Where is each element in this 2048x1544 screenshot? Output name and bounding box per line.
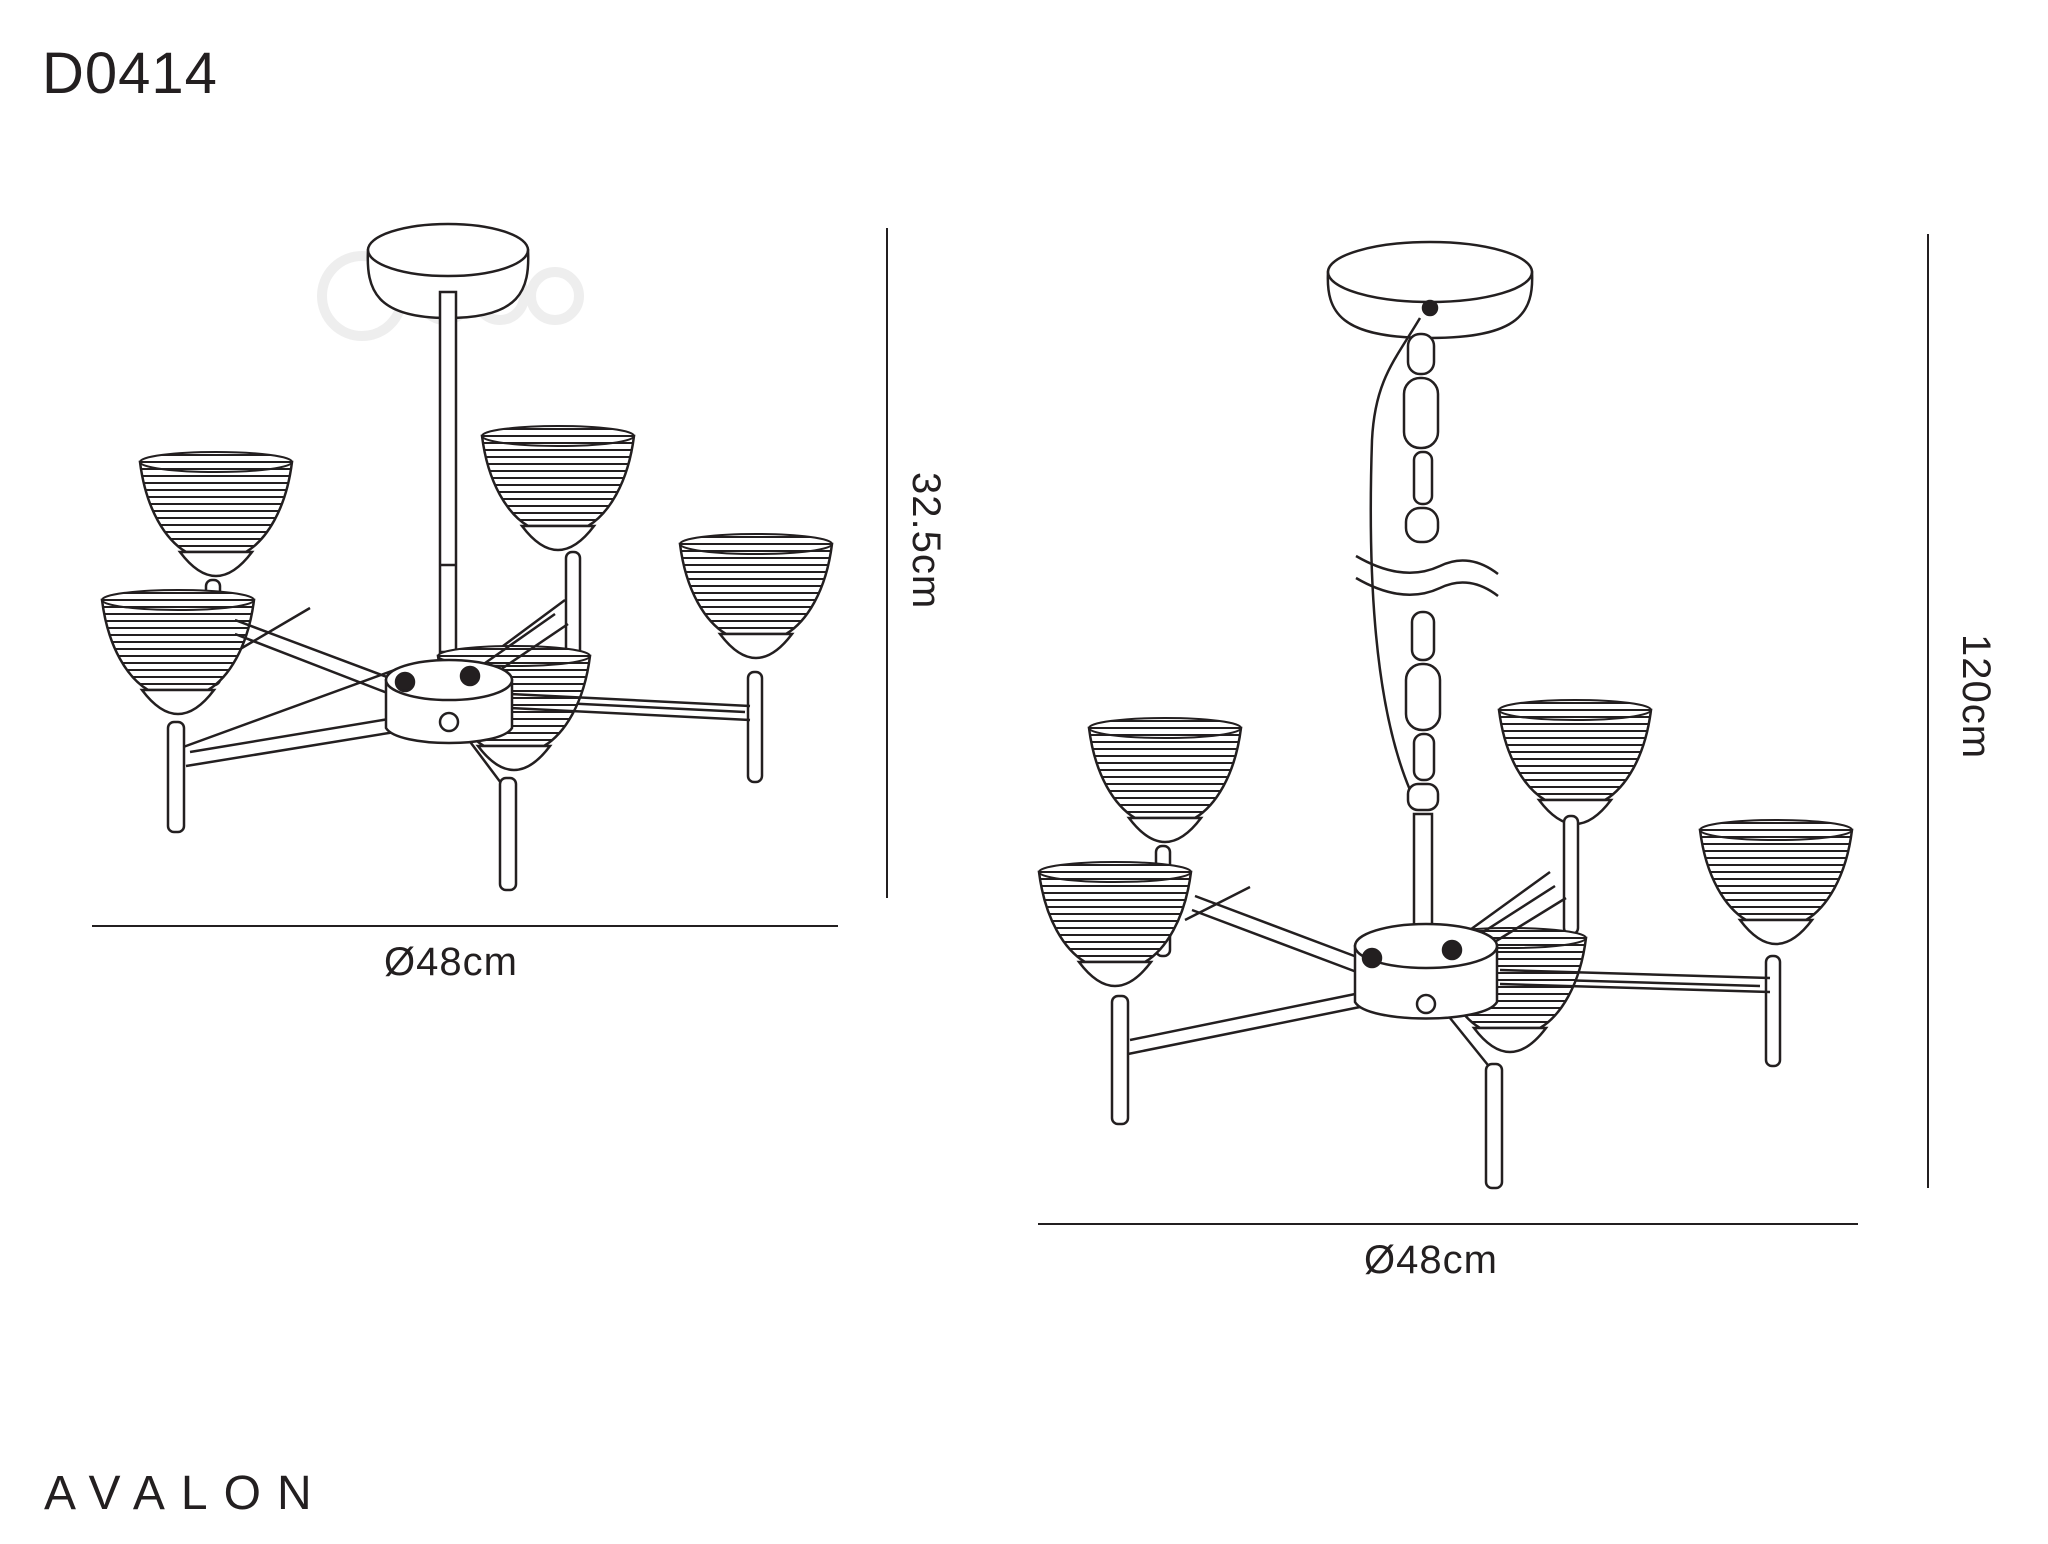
product-code: D0414 — [42, 41, 218, 106]
shade-icon — [100, 588, 256, 716]
left-width-label: Ø48cm — [384, 940, 518, 984]
shade-icon — [1497, 698, 1653, 826]
shade-icon — [1698, 818, 1854, 946]
right-width-label: Ø48cm — [1364, 1238, 1498, 1282]
right-dimension-lines — [1038, 234, 1929, 1225]
shade-icon — [678, 532, 834, 660]
shade-icon — [1087, 716, 1243, 844]
shade-icon — [138, 450, 294, 578]
brand-name: AVALON — [44, 1467, 328, 1520]
left-dimension-lines — [92, 228, 888, 927]
shade-icon — [480, 424, 636, 552]
left-view — [100, 222, 834, 892]
shade-icon — [1037, 860, 1193, 988]
right-view — [1037, 240, 1854, 1190]
